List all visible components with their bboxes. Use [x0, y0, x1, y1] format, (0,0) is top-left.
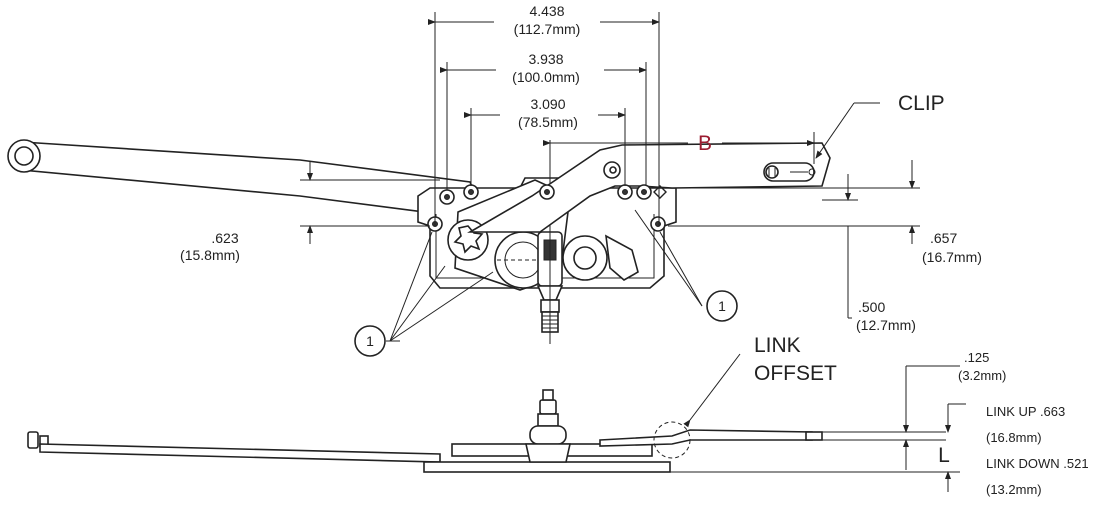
callout-left: 1	[354, 231, 494, 357]
dim-link-down-mm: (13.2mm)	[986, 482, 1042, 497]
dim-arm-offset-inch: .500	[858, 299, 885, 315]
dim-overall-inch: 4.438	[529, 3, 564, 19]
dim-overall-mm: (112.7mm)	[514, 21, 581, 37]
dim-right-offset: .657 (16.7mm)	[668, 160, 982, 265]
dim-link-rise-mm: (3.2mm)	[958, 368, 1006, 383]
dim-left-offset-mm: (15.8mm)	[180, 247, 240, 263]
dim-link-up-mm: (16.8mm)	[986, 430, 1042, 445]
operator-arm	[7, 139, 480, 215]
worm-shaft	[536, 140, 564, 344]
dim-link-up-label: LINK UP .663	[986, 404, 1065, 419]
dim-right-offset-mm: (16.7mm)	[922, 249, 982, 265]
dim-inner-width: 3.090 (78.5mm)	[464, 96, 626, 186]
dim-inner-mm: (78.5mm)	[518, 114, 578, 130]
clip-label: CLIP	[898, 92, 945, 115]
dim-overall-width: 4.438 (112.7mm)	[428, 3, 660, 226]
dim-l: L LINK UP .663 (16.8mm) LINK DOWN .521 (…	[670, 403, 1089, 497]
dim-right-offset-inch: .657	[930, 230, 957, 246]
side-link	[599, 429, 823, 447]
side-shaft	[525, 389, 571, 463]
dim-mid-mm: (100.0mm)	[512, 69, 580, 85]
dim-mid-width: 3.938 (100.0mm)	[440, 51, 647, 190]
dim-link-rise: .125 (3.2mm)	[822, 350, 1006, 470]
side-arm	[27, 431, 441, 463]
dim-arm-offset-mm: (12.7mm)	[856, 317, 916, 333]
dim-left-offset-inch: .623	[211, 230, 238, 246]
dim-inner-inch: 3.090	[530, 96, 565, 112]
link-offset-label-1: LINK	[754, 334, 801, 357]
link-arm	[467, 142, 831, 233]
link-offset-indicator: LINK OFFSET	[653, 334, 837, 459]
callout-right-number: 1	[718, 298, 726, 314]
dim-left-offset: .623 (15.8mm)	[180, 162, 440, 263]
link-offset-label-2: OFFSET	[754, 362, 837, 385]
callout-right: 1	[634, 209, 738, 322]
dim-link-rise-inch: .125	[964, 350, 989, 365]
side-view: LINK OFFSET .125 (3.2mm) L LINK UP .663 …	[27, 334, 1089, 497]
clip-callout: CLIP	[815, 92, 945, 159]
dim-b-label: B	[698, 132, 712, 155]
dim-link-down-label: LINK DOWN .521	[986, 456, 1089, 471]
callout-left-number: 1	[366, 333, 374, 349]
dim-mid-inch: 3.938	[528, 51, 563, 67]
dim-b: B	[543, 132, 815, 164]
cam-wheel	[562, 234, 639, 281]
dim-arm-offset: .500 (12.7mm)	[822, 174, 916, 333]
top-view: 4.438 (112.7mm) 3.938 (100.0mm) 3.090 (7…	[7, 3, 982, 357]
dim-l-label: L	[938, 444, 950, 467]
